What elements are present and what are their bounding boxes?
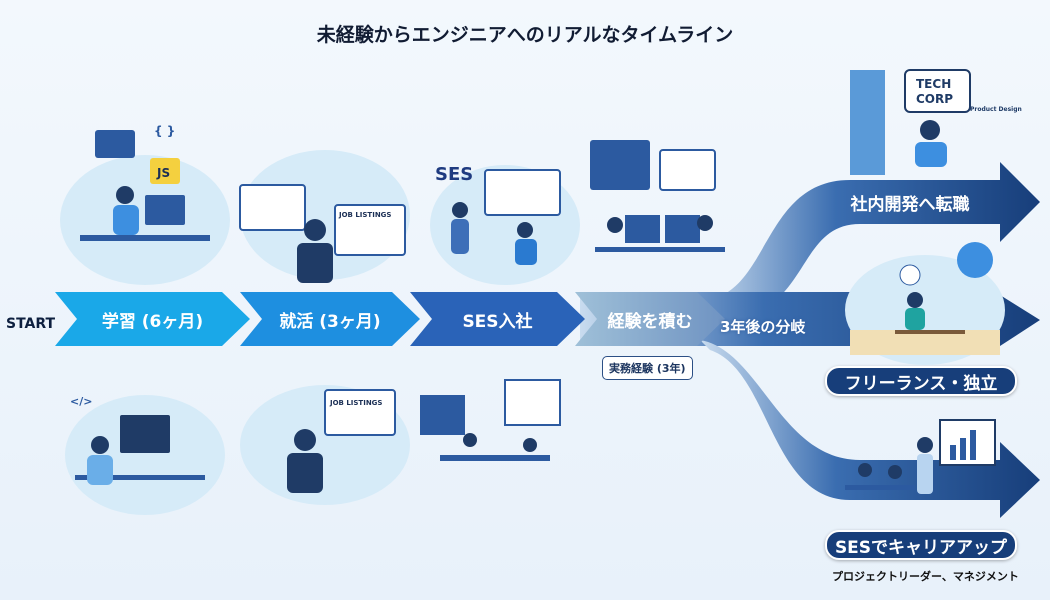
in-house-scene-illustration: TECH CORP Product Design (850, 69, 1022, 175)
svg-text:SES: SES (435, 164, 473, 185)
svg-text:JOB LISTINGS: JOB LISTINGS (329, 399, 382, 407)
branch-bottom (700, 340, 1040, 518)
svg-text:</>: </> (70, 395, 92, 408)
job-hunting-scene-bottom-illustration: JOB LISTINGS (240, 385, 410, 505)
experience-scene-illustration (590, 140, 725, 252)
step-learning: 学習 (6ヶ月) (55, 292, 250, 346)
svg-text:JOB LISTINGS: JOB LISTINGS (338, 211, 391, 219)
job-hunting-scene-illustration: JOB LISTINGS (239, 150, 410, 283)
outcome-in-house: 社内開発へ転職 (850, 194, 970, 215)
svg-text:TECH: TECH (916, 77, 951, 91)
learning-scene-bottom-illustration: </> (65, 395, 225, 515)
svg-text:Product Design: Product Design (970, 106, 1022, 113)
experience-badge: 実務経験 (3年) (602, 356, 693, 380)
ses-career-scene-illustration (845, 419, 996, 494)
ses-team-scene-illustration (420, 379, 561, 461)
step-ses-join: SES入社 (410, 292, 585, 346)
branch-label: 3年後の分岐 (720, 318, 806, 336)
svg-text:{ }: { } (154, 124, 175, 138)
step-gain-experience: 経験を積む (575, 292, 725, 346)
freelance-scene-illustration (845, 242, 1005, 365)
start-label: START (6, 316, 56, 332)
learning-scene-illustration: JS { } (60, 124, 230, 285)
outcome-ses-career-sub: プロジェクトリーダー、マネジメント (832, 570, 1019, 583)
svg-text:JS: JS (156, 166, 170, 180)
ses-join-scene-illustration: SES (430, 164, 580, 285)
page-title: 未経験からエンジニアへのリアルなタイムライン (316, 24, 734, 46)
svg-text:CORP: CORP (916, 92, 953, 106)
branch-top (700, 162, 1040, 320)
step-job-hunting: 就活 (3ヶ月) (240, 292, 420, 346)
outcome-freelance: フリーランス・独立 (825, 366, 1017, 396)
outcome-ses-career: SESでキャリアアップ (825, 530, 1017, 560)
